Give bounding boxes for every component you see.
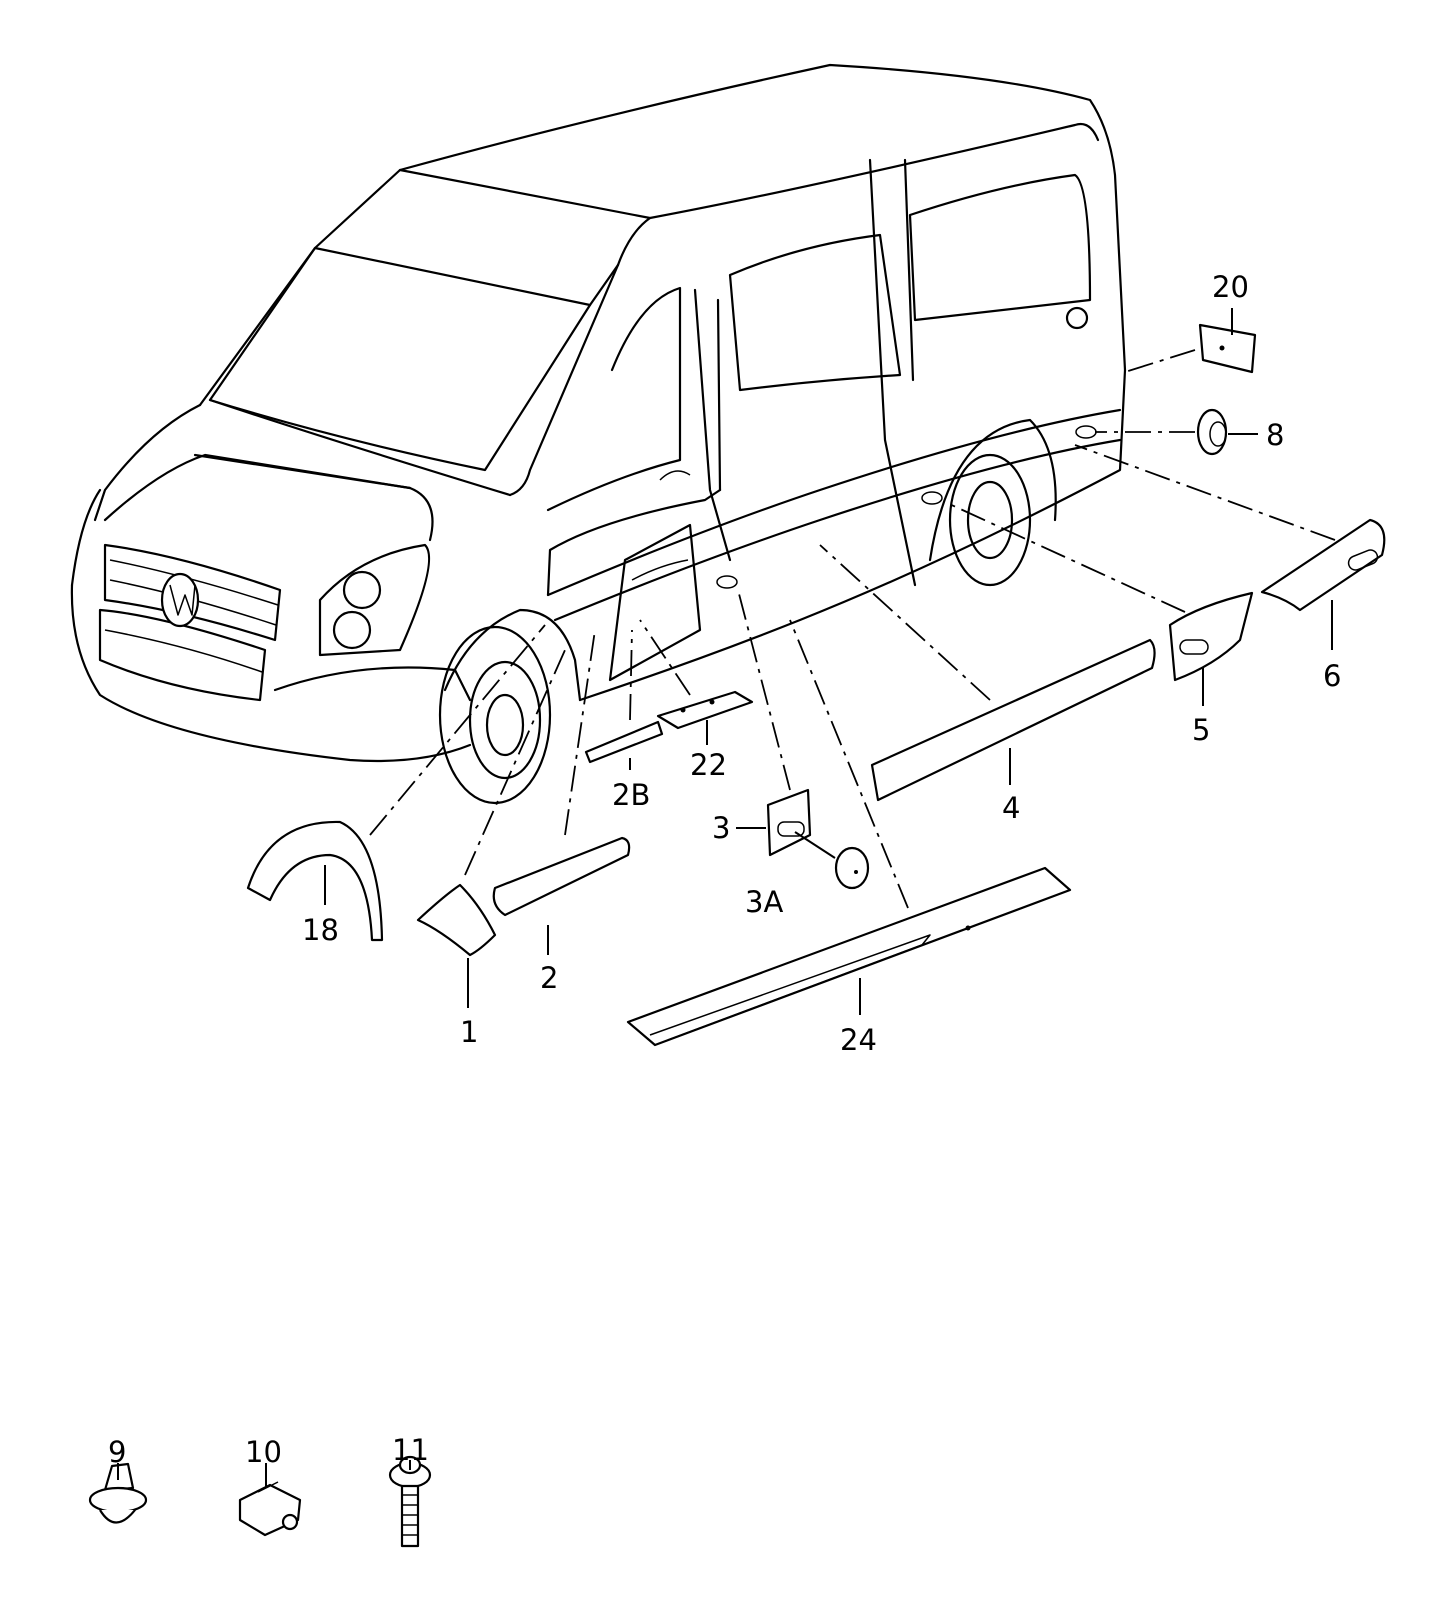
- vw-logo-icon: [160, 572, 200, 628]
- part-8-grommet: [1196, 408, 1228, 456]
- part-1-front-flare: [416, 883, 497, 957]
- part-2-moulding: [492, 836, 631, 917]
- part-10-clip: [238, 1481, 302, 1537]
- part-22-plate: [656, 690, 754, 730]
- callout-9: 9: [108, 1435, 126, 1469]
- callout-18: 18: [302, 913, 339, 947]
- assembly-lines: [369, 349, 1336, 909]
- callout-2: 2: [540, 961, 558, 995]
- callout-2b: 2B: [612, 778, 650, 812]
- callout-22: 22: [690, 748, 727, 782]
- rear-wheel: [928, 418, 1057, 587]
- part-6-rear-moulding: [1260, 518, 1386, 612]
- callout-10: 10: [245, 1435, 282, 1469]
- part-11-screw: [388, 1455, 432, 1548]
- callout-20: 20: [1212, 270, 1249, 304]
- part-3a-cap: [834, 846, 870, 890]
- callout-labels: 18 1 2 2B 22 3 3A 4 5 6 8 20 24 9 10 11: [108, 270, 1341, 1469]
- callout-11: 11: [392, 1433, 429, 1467]
- callout-5: 5: [1192, 713, 1210, 747]
- callout-1: 1: [460, 1015, 478, 1049]
- part-5-moulding: [1168, 591, 1254, 682]
- callout-3: 3: [712, 811, 730, 845]
- part-18-wheel-arch: [246, 820, 384, 942]
- part-2b-strip: [584, 720, 664, 764]
- van-illustration: [70, 63, 1127, 805]
- callout-4: 4: [1002, 791, 1020, 825]
- leader-lines: [117, 308, 1333, 1488]
- part-20-label: [1198, 323, 1257, 374]
- part-24-sill: [626, 866, 1072, 1047]
- callout-3a: 3A: [745, 885, 783, 919]
- callout-6: 6: [1323, 659, 1341, 693]
- front-wheel: [438, 625, 552, 805]
- part-4-moulding: [870, 638, 1156, 802]
- callout-8: 8: [1266, 418, 1284, 452]
- grille: [98, 543, 282, 702]
- callout-24: 24: [840, 1023, 877, 1057]
